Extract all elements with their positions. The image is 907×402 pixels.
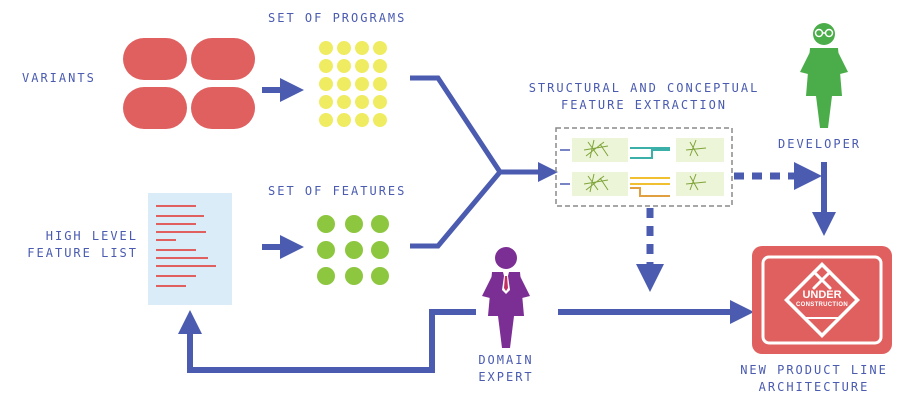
- label-domain-expert-line1: Domain: [478, 353, 534, 367]
- extraction-box: [555, 127, 733, 207]
- label-extraction: Structural and Conceptual Feature Extrac…: [494, 80, 794, 114]
- sign-text-construction: CONSTRUCTION: [796, 302, 848, 308]
- architecture-sign-icon: [752, 246, 892, 354]
- variants-group: [123, 38, 255, 129]
- variant-blob: [123, 87, 187, 129]
- label-developer: Developer: [778, 137, 862, 151]
- variant-blob: [191, 38, 255, 80]
- label-architecture-line2: Architecture: [758, 380, 870, 394]
- features-dots: [317, 215, 389, 285]
- developer-figure-icon: [800, 23, 848, 128]
- label-set-of-features: Set of Features: [268, 184, 407, 198]
- label-variants: Variants: [22, 71, 96, 85]
- label-extraction-line1: Structural and Conceptual: [528, 81, 760, 95]
- label-extraction-line2: Feature Extraction: [560, 98, 728, 112]
- label-domain-expert: Domain Expert: [456, 352, 556, 386]
- merge-arrows: [410, 75, 558, 249]
- label-domain-expert-line2: Expert: [478, 370, 534, 384]
- label-high-level-feature-list: High Level Feature List: [2, 228, 138, 262]
- label-set-of-programs: Set of Programs: [268, 11, 407, 25]
- variant-blob: [123, 38, 187, 80]
- programs-dots: [319, 41, 387, 127]
- domain-expert-figure-icon: [482, 247, 530, 348]
- arrow-expert-to-feature-list: [178, 309, 476, 373]
- label-architecture: New Product Line Architecture: [722, 362, 906, 396]
- label-high-level-feature-list-line2: Feature List: [27, 246, 138, 260]
- label-high-level-feature-list-line1: High Level: [45, 229, 138, 243]
- sign-text-under: UNDER: [802, 289, 842, 301]
- feature-list-document-icon: [148, 193, 232, 305]
- label-architecture-line1: New Product Line: [740, 363, 888, 377]
- sign-text: UNDER CONSTRUCTION: [792, 289, 852, 309]
- variant-blob: [191, 87, 255, 129]
